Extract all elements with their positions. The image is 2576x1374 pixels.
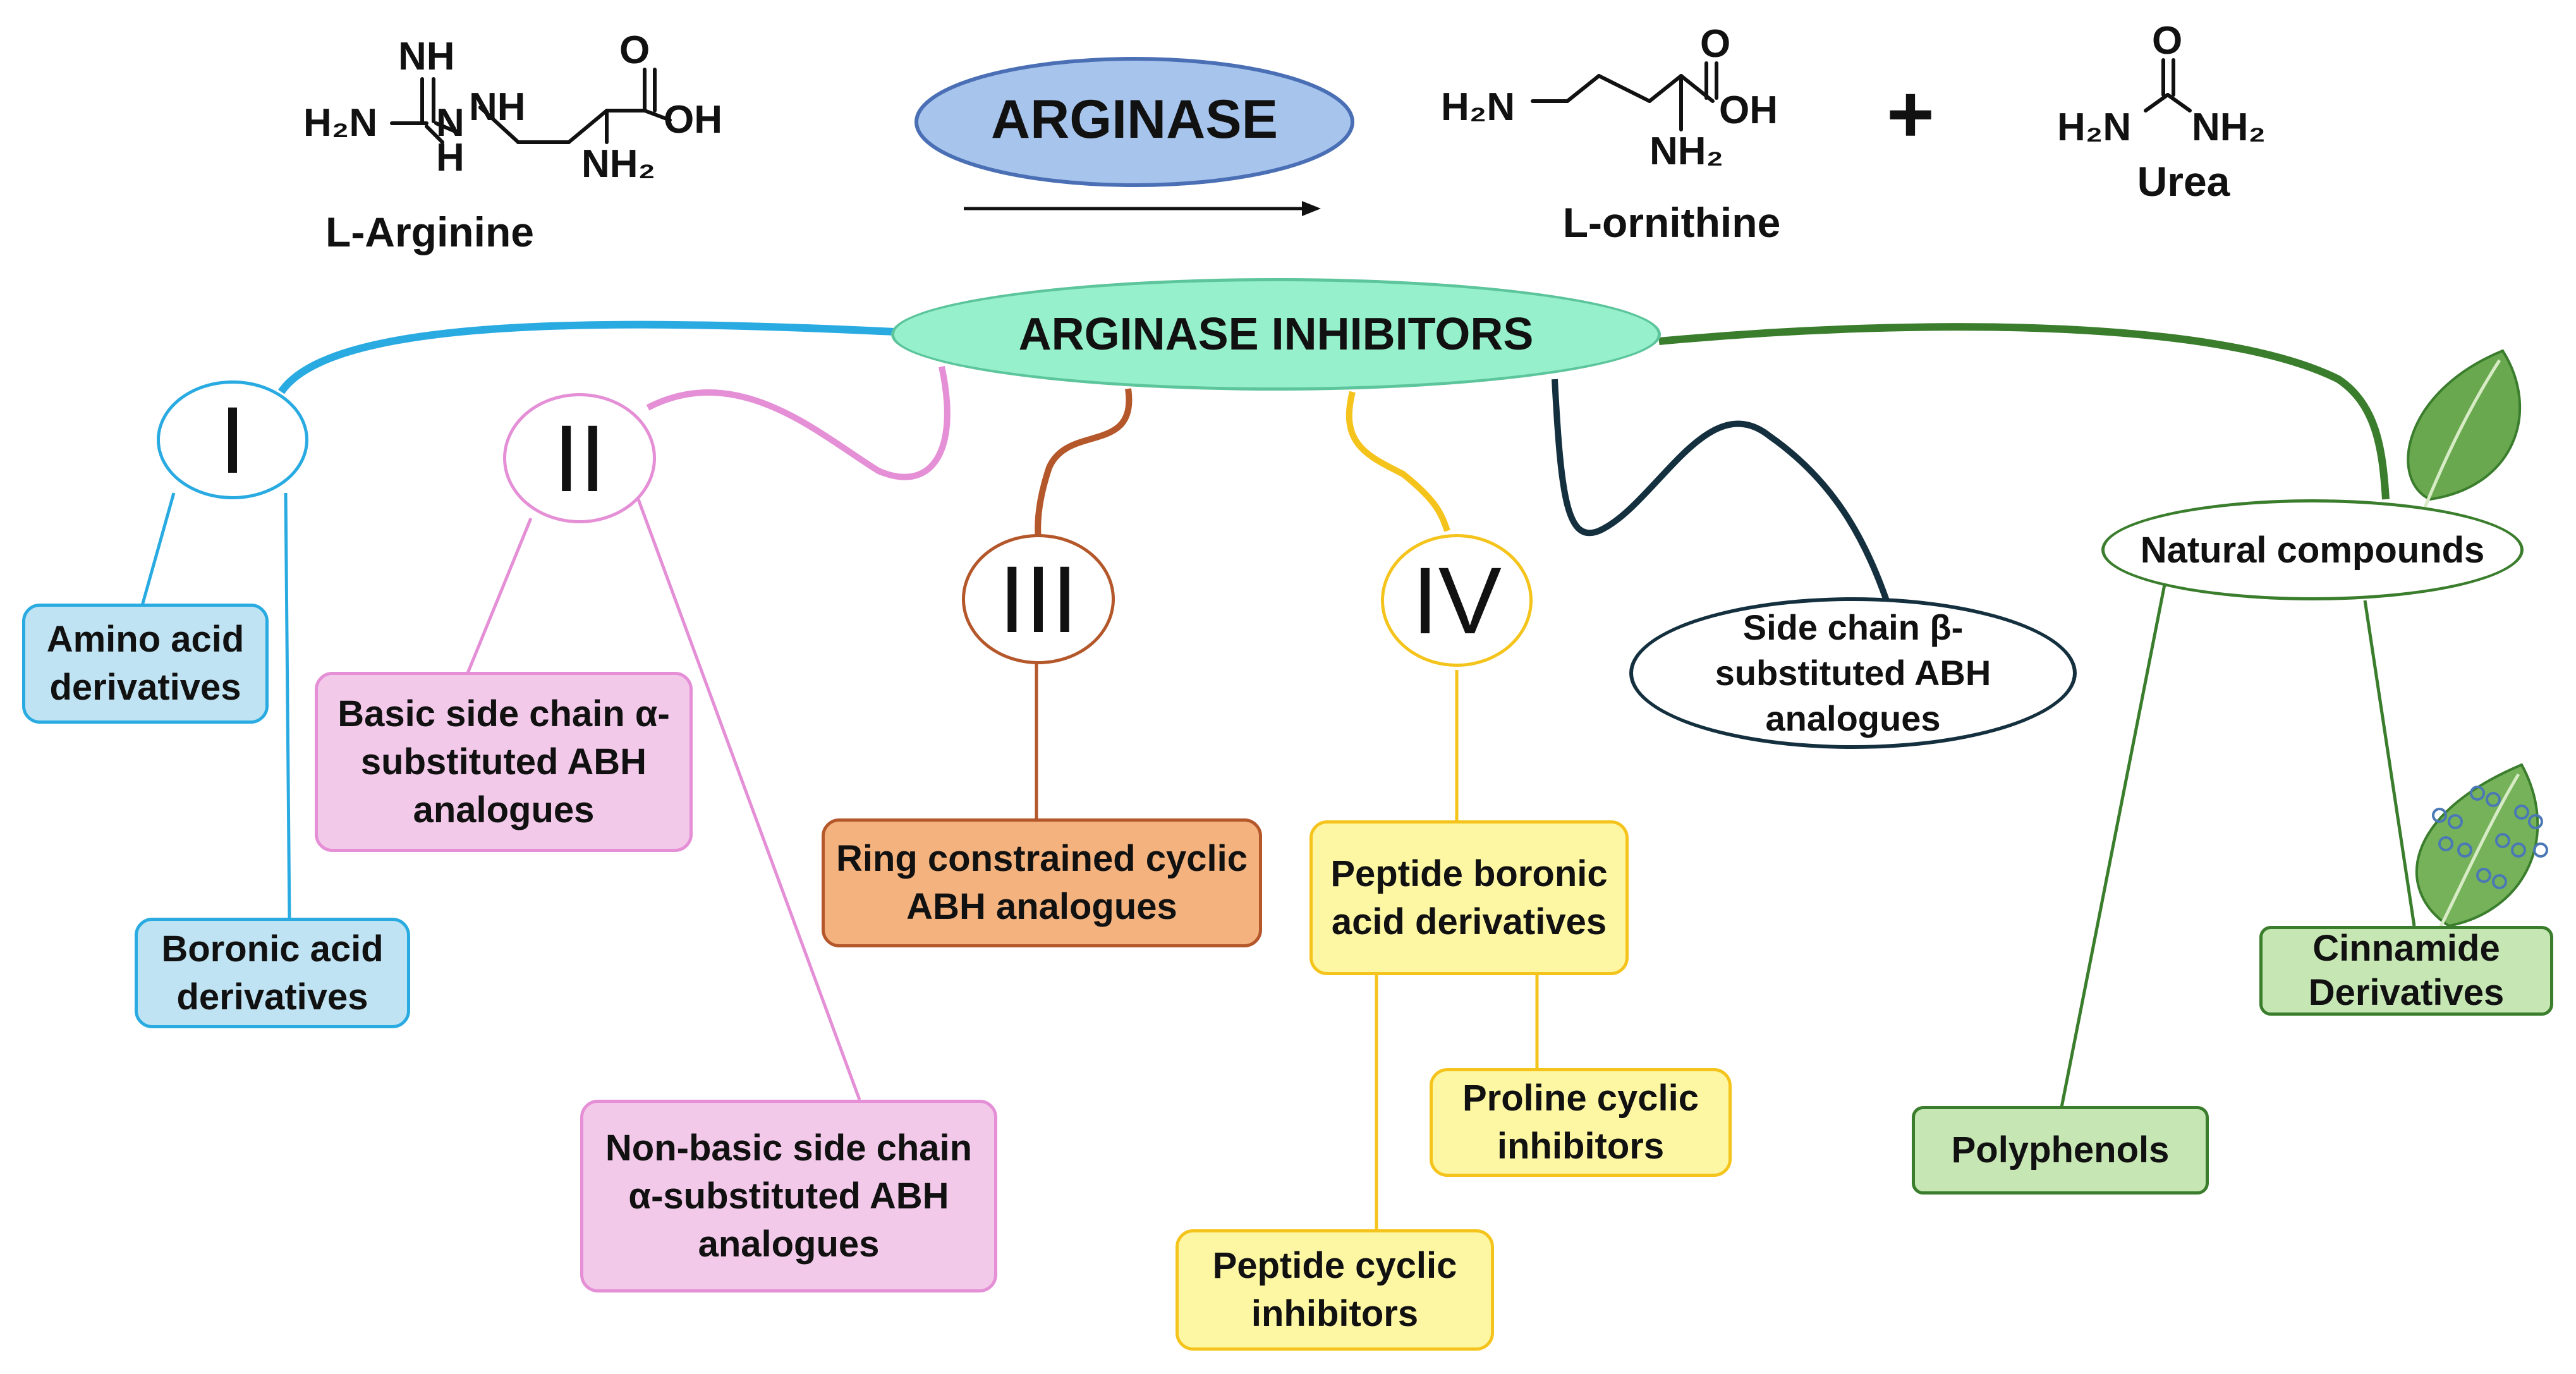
non-basic-side-chain-label: Non-basic side chain α-substituted ABH a…: [605, 1127, 973, 1265]
l-ornithine-structure: [1531, 61, 1718, 131]
basic-side-chain-box: Basic side chain α-substituted ABH analo…: [315, 672, 693, 852]
class-III-circle: III: [962, 534, 1115, 664]
substrate-label: L-Arginine: [325, 209, 534, 255]
peptide-boronic-acid-box: Peptide boronic acid derivatives: [1309, 820, 1629, 975]
o-label: O: [2152, 19, 2182, 63]
oh-label: OH: [1719, 88, 1778, 132]
connector-side-chain: [1552, 379, 1890, 602]
connector-class-IV: [1346, 391, 1450, 532]
basic-side-chain-label: Basic side chain α-substituted ABH analo…: [337, 693, 670, 830]
proline-cyclic-label: Proline cyclic inhibitors: [1462, 1078, 1699, 1167]
side-chain-beta-label: Side chain β-substituted ABH analogues: [1715, 607, 1991, 738]
oh-label: OH: [664, 98, 722, 142]
nh2-label: NH₂: [581, 142, 655, 186]
natural-compounds-label: Natural compounds: [2140, 529, 2485, 571]
class-II-circle: II: [503, 393, 656, 523]
o-label: O: [619, 28, 650, 72]
cinnamide-derivatives-box: Cinnamide Derivatives: [2259, 926, 2553, 1016]
plus-sign: +: [1886, 68, 1935, 160]
nh2-label: NH₂: [2192, 106, 2266, 149]
enzyme-label: ARGINASE: [991, 89, 1278, 150]
link-natural-cinnamide: [2363, 600, 2416, 927]
urea-structure: [2144, 58, 2192, 112]
boronic-acid-derivatives-label: Boronic acid derivatives: [161, 928, 384, 1018]
proline-cyclic-box: Proline cyclic inhibitors: [1430, 1068, 1732, 1177]
o-label: O: [1700, 22, 1730, 66]
natural-compounds-node: Natural compounds: [2101, 499, 2524, 600]
nh2-label: NH₂: [1649, 130, 1723, 173]
l-arginine-structure: [390, 68, 672, 144]
boronic-acid-derivatives-box: Boronic acid derivatives: [135, 918, 410, 1028]
h2n-label: H₂N: [2057, 106, 2131, 149]
amino-acid-derivatives-label: Amino acid derivatives: [46, 619, 245, 708]
product1-label: L-ornithine: [1563, 199, 1781, 246]
peptide-cyclic-box: Peptide cyclic inhibitors: [1176, 1229, 1494, 1351]
connector-class-III: [1035, 388, 1133, 550]
class-IV-numeral: IV: [1412, 547, 1502, 654]
class-II-numeral: II: [553, 404, 606, 511]
leaf-with-molecules-icon: [2415, 763, 2548, 937]
link-natural-polyphenols: [2060, 584, 2166, 1108]
connector-class-II: [646, 365, 951, 480]
class-I-numeral: I: [219, 386, 246, 493]
product2-label: Urea: [2137, 158, 2231, 205]
side-chain-beta-node: Side chain β-substituted ABH analogues: [1629, 597, 2077, 749]
link-I-amino: [140, 492, 176, 606]
link-I-boronic: [284, 492, 291, 920]
nh-label: NH: [469, 85, 526, 129]
link-II-nonbasic: [636, 499, 861, 1100]
n-label: N: [436, 101, 465, 145]
ring-constrained-label: Ring constrained cyclic ABH analogues: [835, 838, 1248, 927]
non-basic-side-chain-box: Non-basic side chain α-substituted ABH a…: [580, 1100, 997, 1292]
connector-natural: [1658, 323, 2390, 500]
center-title: ARGINASE INHIBITORS: [1018, 309, 1534, 360]
h-label: H: [436, 136, 465, 179]
ring-constrained-box: Ring constrained cyclic ABH analogues: [822, 818, 1262, 947]
h2n-label: H₂N: [303, 101, 377, 145]
nh-label: NH: [398, 35, 455, 78]
class-III-numeral: III: [999, 545, 1078, 652]
class-I-circle: I: [157, 380, 308, 499]
polyphenols-box: Polyphenols: [1912, 1106, 2209, 1195]
peptide-cyclic-label: Peptide cyclic inhibitors: [1212, 1245, 1457, 1334]
class-IV-circle: IV: [1381, 534, 1533, 667]
connector-class-I: [278, 320, 895, 394]
amino-acid-derivatives-box: Amino acid derivatives: [22, 604, 269, 724]
arginase-ellipse: [914, 57, 1354, 187]
cinnamide-derivatives-label: Cinnamide Derivatives: [2308, 928, 2505, 1013]
link-II-basic: [466, 518, 533, 674]
arginase-inhibitors-node: ARGINASE INHIBITORS: [891, 278, 1661, 391]
leaf-icon: [2407, 349, 2522, 519]
peptide-boronic-acid-label: Peptide boronic acid derivatives: [1330, 853, 1608, 942]
h2n-label: H₂N: [1441, 85, 1515, 129]
polyphenols-label: Polyphenols: [1951, 1129, 2170, 1170]
arrow-head-icon: [1302, 201, 1321, 216]
